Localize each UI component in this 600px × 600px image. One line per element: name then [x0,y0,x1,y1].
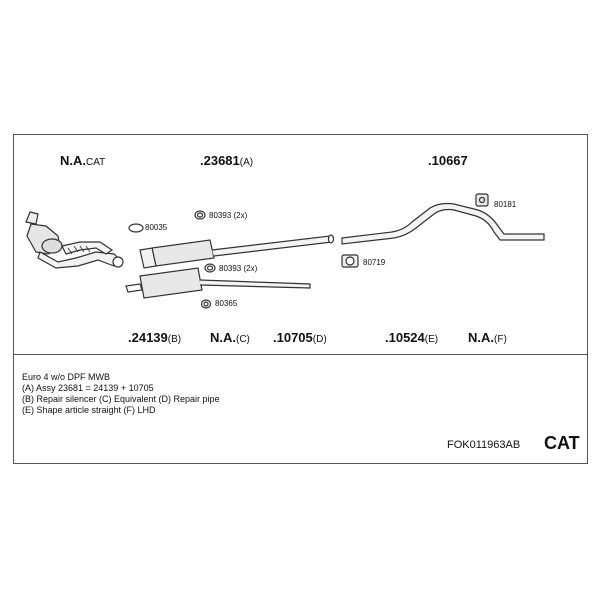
clamp-80393-top-drawing [194,210,206,220]
front-silencer-drawing [139,234,335,269]
rear-pipe-drawing [341,202,545,245]
part-label-24139: .24139(B) [128,330,182,345]
diagram-frame [13,134,588,464]
clamp-80365-drawing [200,299,212,309]
part-label-10524: .10524(E) [385,330,439,345]
legend-divider [13,354,588,355]
part-label-23681: .23681(A) [200,153,254,168]
part-label-10705: .10705(D) [273,330,327,345]
fitting-label-80035: 80035 [145,223,168,232]
note-line: (B) Repair silencer (C) Equivalent (D) R… [22,394,220,404]
repair-silencer-drawing [125,267,311,299]
catalytic-converter-drawing [25,211,124,269]
document-id: FOK011963AB [447,439,521,451]
cat-badge: CAT [544,433,580,453]
fitting-label-80365: 80365 [215,299,238,308]
note-line: (E) Shape article straight (F) LHD [22,405,156,415]
fitting-label-80719: 80719 [363,258,386,267]
clamp-80719-drawing [341,254,359,268]
fitting-label-80393-top: 80393 (2x) [209,211,248,220]
part-label-na-f: N.A.(F) [468,330,507,345]
clamp-80393-bottom-drawing [204,263,216,273]
fitting-label-80181: 80181 [494,200,517,209]
rubber-mount-80181-drawing [475,193,489,207]
note-line: Euro 4 w/o DPF MWB [22,372,111,382]
fitting-label-80393-bottom: 80393 (2x) [219,264,258,273]
gasket-80035-drawing [128,223,144,233]
legend-notes: Euro 4 w/o DPF MWB (A) Assy 23681 = 2413… [22,372,220,416]
part-label-na-c: N.A.(C) [210,330,250,345]
note-line: (A) Assy 23681 = 24139 + 10705 [22,383,154,393]
part-label-cat: N.A.CAT [60,153,106,168]
part-label-10667: .10667 [428,153,468,168]
